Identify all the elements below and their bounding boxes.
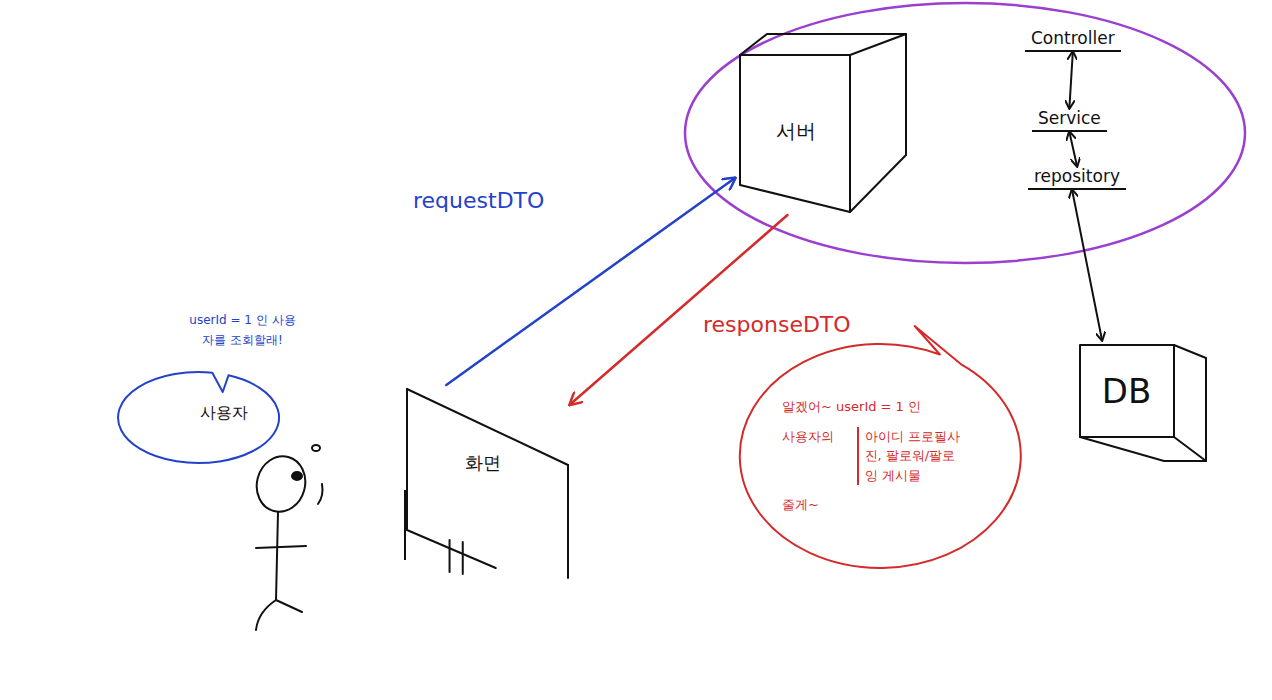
node-text: 서버 — [776, 118, 816, 145]
node-text: 알겠어~ userId = 1 인 — [782, 397, 979, 417]
layer-arrow — [1069, 132, 1077, 166]
node-text: DB — [1102, 371, 1152, 411]
layer-repository: repository — [1028, 166, 1126, 190]
edge-label: requestDTO — [410, 188, 547, 213]
node-outline — [160, 283, 325, 378]
server-region — [685, 3, 1245, 263]
node-text: 아이디 프로필사진, 팔로워/팔로잉 게시물 — [857, 427, 965, 486]
node-text: repository — [1034, 166, 1120, 186]
user-figure — [251, 445, 323, 630]
response-arrow — [570, 215, 788, 405]
node-text: 화면 — [465, 451, 501, 475]
edge-label: responseDTO — [700, 312, 854, 337]
node-text: Service — [1038, 108, 1101, 128]
node-text: Controller — [1031, 28, 1115, 48]
screen-monitor: 화면 — [405, 385, 570, 580]
node-text: userId = 1 인 사용자를 조회할래! — [188, 311, 297, 349]
db-arrow — [1072, 190, 1102, 340]
user-label: 사용자 — [200, 403, 248, 424]
node-text: 줄게~ — [782, 495, 979, 515]
node-outline — [405, 385, 570, 580]
layer-service: Service — [1032, 108, 1107, 132]
layer-controller: Controller — [1025, 28, 1121, 52]
server-box: 서버 — [735, 30, 910, 215]
screen-floor — [404, 490, 406, 560]
node-outline — [735, 30, 910, 215]
user-speech-bubble: userId = 1 인 사용자를 조회할래! — [160, 283, 325, 378]
node-text: 사용자의 — [782, 427, 849, 447]
db-box: DB — [1075, 340, 1210, 465]
layer-arrow — [1069, 52, 1072, 108]
response-speech-bubble: 알겠어~ userId = 1 인사용자의 아이디 프로필사진, 팔로워/팔로잉 … — [738, 342, 1023, 570]
